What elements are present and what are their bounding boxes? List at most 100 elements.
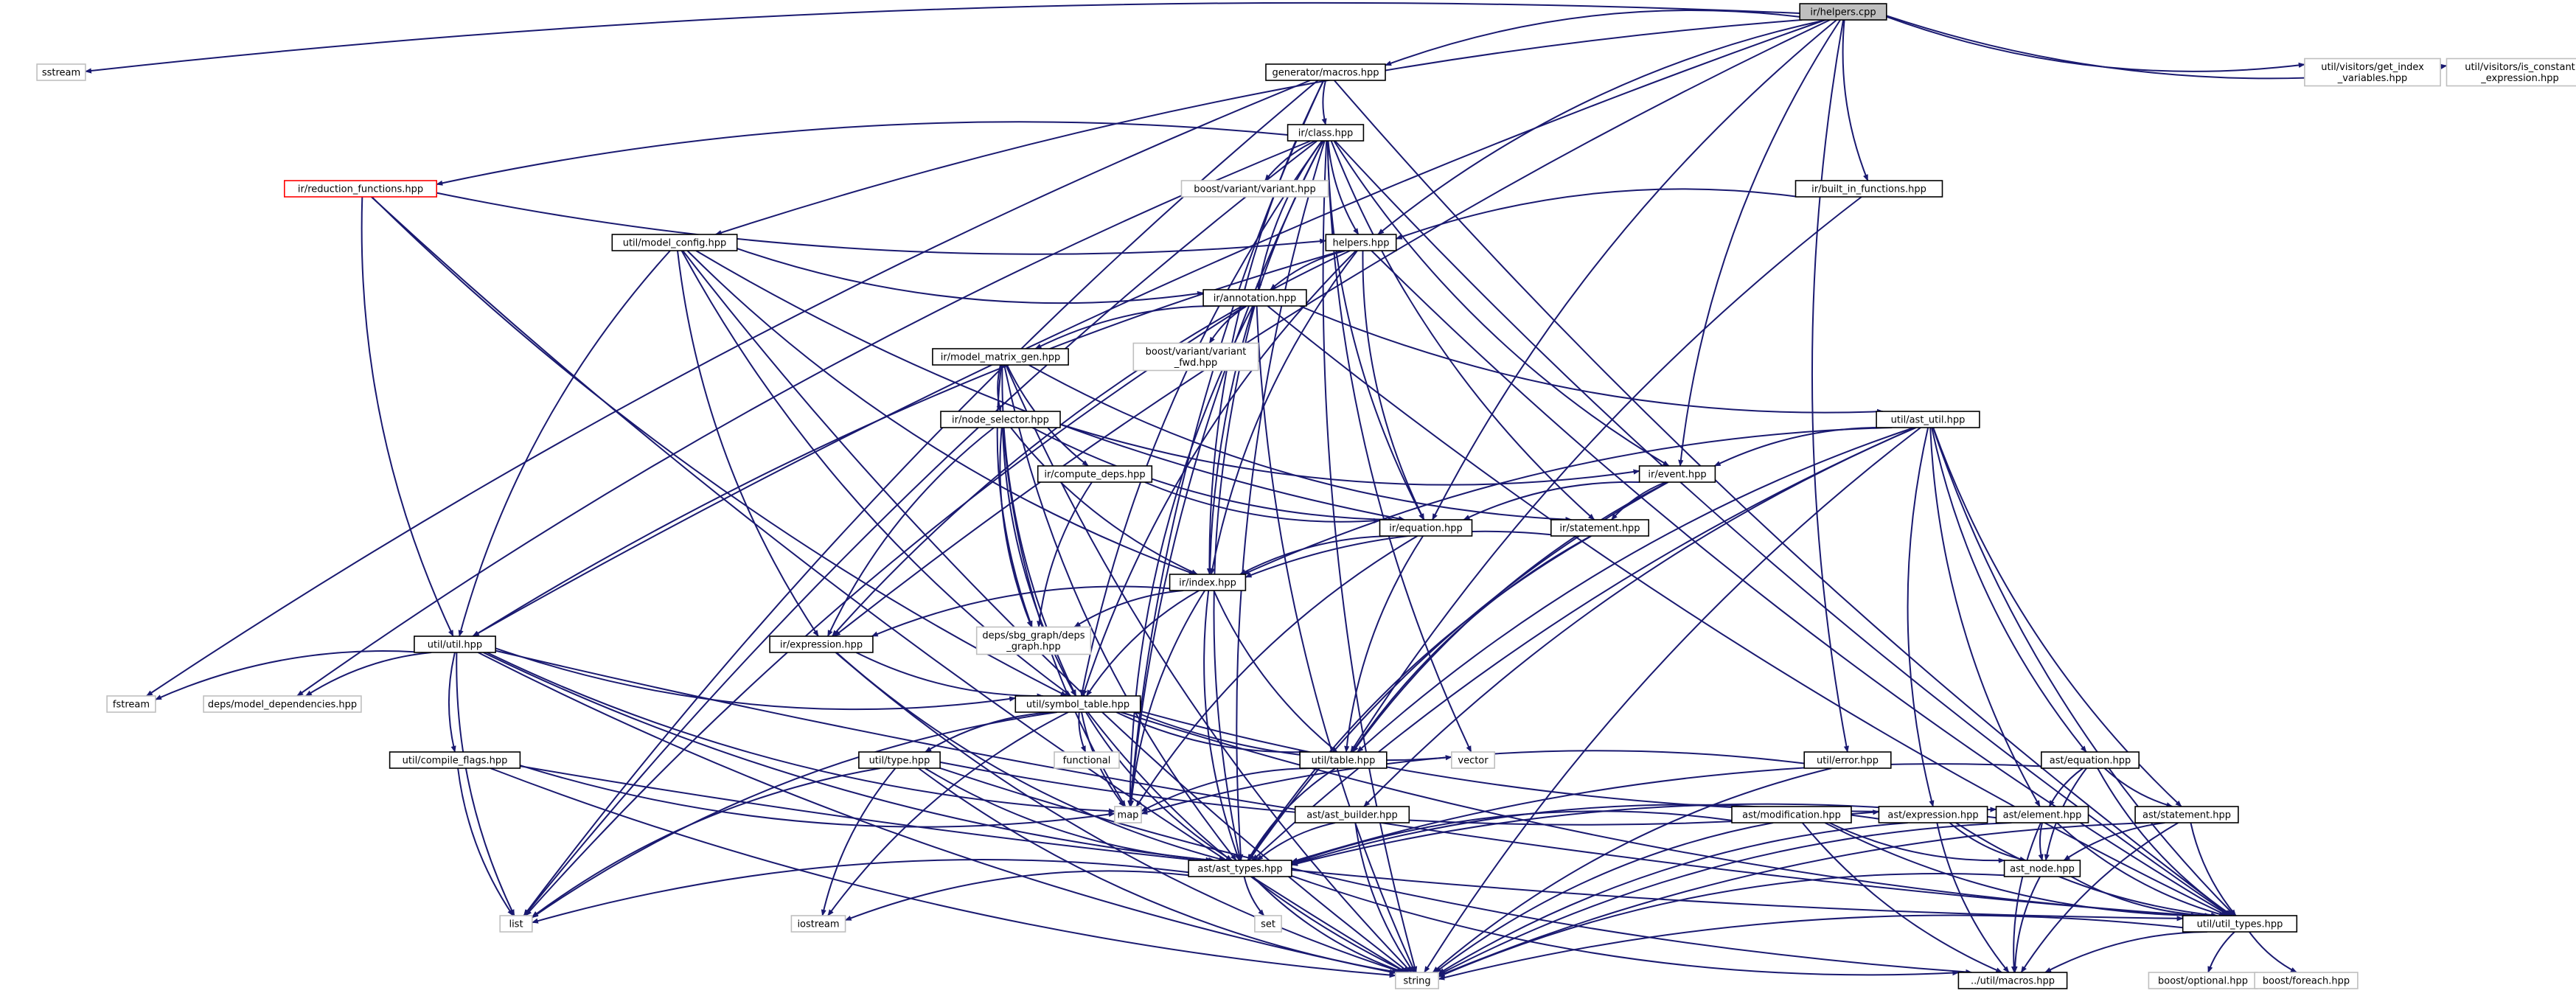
node-label: util/symbol_table.hpp [1026, 700, 1129, 711]
node-utiltypes[interactable]: util/util_types.hpp [2182, 915, 2298, 933]
node-compflags[interactable]: util/compile_flags.hpp [389, 751, 521, 769]
edge-class-to-equation [1326, 140, 1425, 520]
node-astel[interactable]: ast/element.hpp [1995, 806, 2089, 823]
node-mmgen[interactable]: ir/model_matrix_gen.hpp [932, 348, 1069, 366]
node-label: ir/statement.hpp [1559, 523, 1640, 534]
node-varfwd[interactable]: boost/variant/variant_fwd.hpp [1132, 342, 1259, 372]
node-box [1795, 180, 1943, 198]
node-vector[interactable]: vector [1451, 751, 1496, 769]
node-label: ir/class.hpp [1298, 128, 1353, 139]
node-string[interactable]: string [1395, 972, 1440, 989]
edge-root-to-expression [834, 19, 1831, 637]
edge-astel-to-astnode [2038, 822, 2044, 861]
edge-root-to-equation [1432, 19, 1837, 520]
edge-astbuilder-to-asttypes [1256, 822, 1336, 861]
edge-aststmt-to-utiltypes [2190, 822, 2237, 916]
node-table[interactable]: util/table.hpp [1299, 751, 1388, 769]
node-box [1799, 3, 1887, 21]
node-index[interactable]: ir/index.hpp [1169, 574, 1247, 591]
edge-equation-to-index [1239, 535, 1394, 575]
node-foreach[interactable]: boost/foreach.hpp [2254, 972, 2359, 989]
edge-astutil-to-utiltypes [1932, 427, 2235, 916]
node-reduction[interactable]: ir/reduction_functions.hpp [283, 180, 437, 198]
node-variant[interactable]: boost/variant/variant.hpp [1180, 180, 1329, 198]
edge-root-to-utilhpp [472, 19, 1826, 637]
edge-class-to-vector [1326, 140, 1472, 753]
edge-class-to-statement [1330, 140, 1595, 520]
edge-utiltypes-to-string [1438, 914, 2183, 981]
node-astbuilder[interactable]: ast/ast_builder.hpp [1294, 806, 1410, 823]
edge-nodesel-to-index [1010, 427, 1198, 575]
edge-astutil-to-astel [1929, 427, 2041, 807]
edge-annotation-to-string [1256, 305, 1416, 973]
node-box [389, 751, 521, 769]
node-macros[interactable]: generator/macros.hpp [1265, 63, 1386, 81]
node-expression[interactable]: ir/expression.hpp [769, 635, 874, 653]
node-asttypes[interactable]: ast/ast_types.hpp [1188, 860, 1292, 877]
node-class[interactable]: ir/class.hpp [1287, 124, 1365, 142]
node-label: util/visitors/get_index_variables.hpp [2321, 62, 2424, 84]
node-iostream[interactable]: iostream [790, 915, 846, 933]
edge-index-to-expression [871, 585, 1170, 637]
node-box [1325, 234, 1397, 251]
node-symtab[interactable]: util/symbol_table.hpp [1014, 695, 1141, 713]
node-builtin[interactable]: ir/built_in_functions.hpp [1795, 180, 1943, 198]
edge-class-to-moddeps [296, 140, 1312, 697]
node-event[interactable]: ir/event.hpp [1638, 465, 1716, 483]
node-equation[interactable]: ir/equation.hpp [1379, 519, 1473, 537]
node-getidx[interactable]: util/visitors/get_index_variables.hpp [2304, 58, 2441, 87]
edge-utilhpp-to-compflags [448, 652, 456, 753]
node-aststmt[interactable]: ast/statement.hpp [2134, 806, 2239, 823]
node-compdeps[interactable]: ir/compute_deps.hpp [1037, 465, 1153, 483]
node-isconst[interactable]: util/visitors/is_constant_expression.hpp [2446, 58, 2576, 87]
node-label: list [509, 919, 523, 930]
edge-astutil-to-table [1357, 427, 1915, 753]
node-error[interactable]: util/error.hpp [1803, 751, 1892, 769]
edge-statement-to-table [1351, 535, 1592, 753]
node-list[interactable]: list [499, 915, 533, 933]
node-label: map [1118, 810, 1139, 821]
node-fstream[interactable]: fstream [106, 695, 156, 713]
node-box [1114, 806, 1142, 823]
node-helpers[interactable]: helpers.hpp [1325, 234, 1397, 251]
node-statement[interactable]: ir/statement.hpp [1550, 519, 1650, 537]
node-layer: ir/helpers.cpp sstream generator/macros.hp… [36, 3, 2576, 989]
edge-utilhpp-to-moddeps [305, 652, 432, 697]
node-moddeps[interactable]: deps/model_dependencies.hpp [203, 695, 362, 713]
node-sstream[interactable]: sstream [36, 63, 86, 81]
node-box [1878, 806, 1988, 823]
node-box [499, 915, 533, 933]
node-typehpp[interactable]: util/type.hpp [858, 751, 941, 769]
node-root[interactable]: ir/helpers.cpp [1799, 3, 1887, 21]
node-label: ir/expression.hpp [780, 640, 863, 651]
node-modelcfg[interactable]: util/model_config.hpp [611, 234, 738, 251]
node-label: ast/modification.hpp [1742, 810, 1841, 821]
node-optional[interactable]: boost/optional.hpp [2148, 972, 2258, 989]
node-astutil[interactable]: util/ast_util.hpp [1876, 411, 1980, 428]
node-asteq[interactable]: ast/equation.hpp [2041, 751, 2140, 769]
edge-symtab-to-list [532, 711, 1058, 919]
node-annotation[interactable]: ir/annotation.hpp [1202, 289, 1307, 307]
node-map[interactable]: map [1114, 806, 1142, 823]
node-label: util/compile_flags.hpp [403, 756, 508, 767]
node-astnode[interactable]: ast_node.hpp [2003, 860, 2081, 877]
edge-annotation-to-list [525, 305, 1246, 916]
node-functional[interactable]: functional [1054, 751, 1120, 769]
node-nodesel[interactable]: ir/node_selector.hpp [940, 411, 1061, 428]
node-astmod[interactable]: ast/modification.hpp [1731, 806, 1852, 823]
node-utilmacros[interactable]: ../util/macros.hpp [1957, 972, 2068, 989]
edge-utilhpp-to-string [478, 652, 1396, 975]
edge-helpers-to-utiltypes [1371, 250, 2230, 916]
node-box [1169, 574, 1247, 591]
node-astexpr[interactable]: ast/expression.hpp [1878, 806, 1988, 823]
edge-utilhpp-to-symtab [495, 647, 1017, 711]
edge-error-to-string [1432, 767, 1832, 973]
node-box [2304, 58, 2441, 87]
node-set[interactable]: set [1254, 915, 1282, 933]
edge-astmod-to-utilmacros [1801, 822, 2003, 973]
node-label: ast/statement.hpp [2142, 810, 2231, 821]
node-box [1254, 915, 1282, 933]
node-sbg[interactable]: deps/sbg_graph/deps_graph.hpp [975, 626, 1092, 655]
edge-aststmt-to-astnode [2063, 822, 2165, 861]
node-utilhpp[interactable]: util/util.hpp [414, 635, 496, 653]
